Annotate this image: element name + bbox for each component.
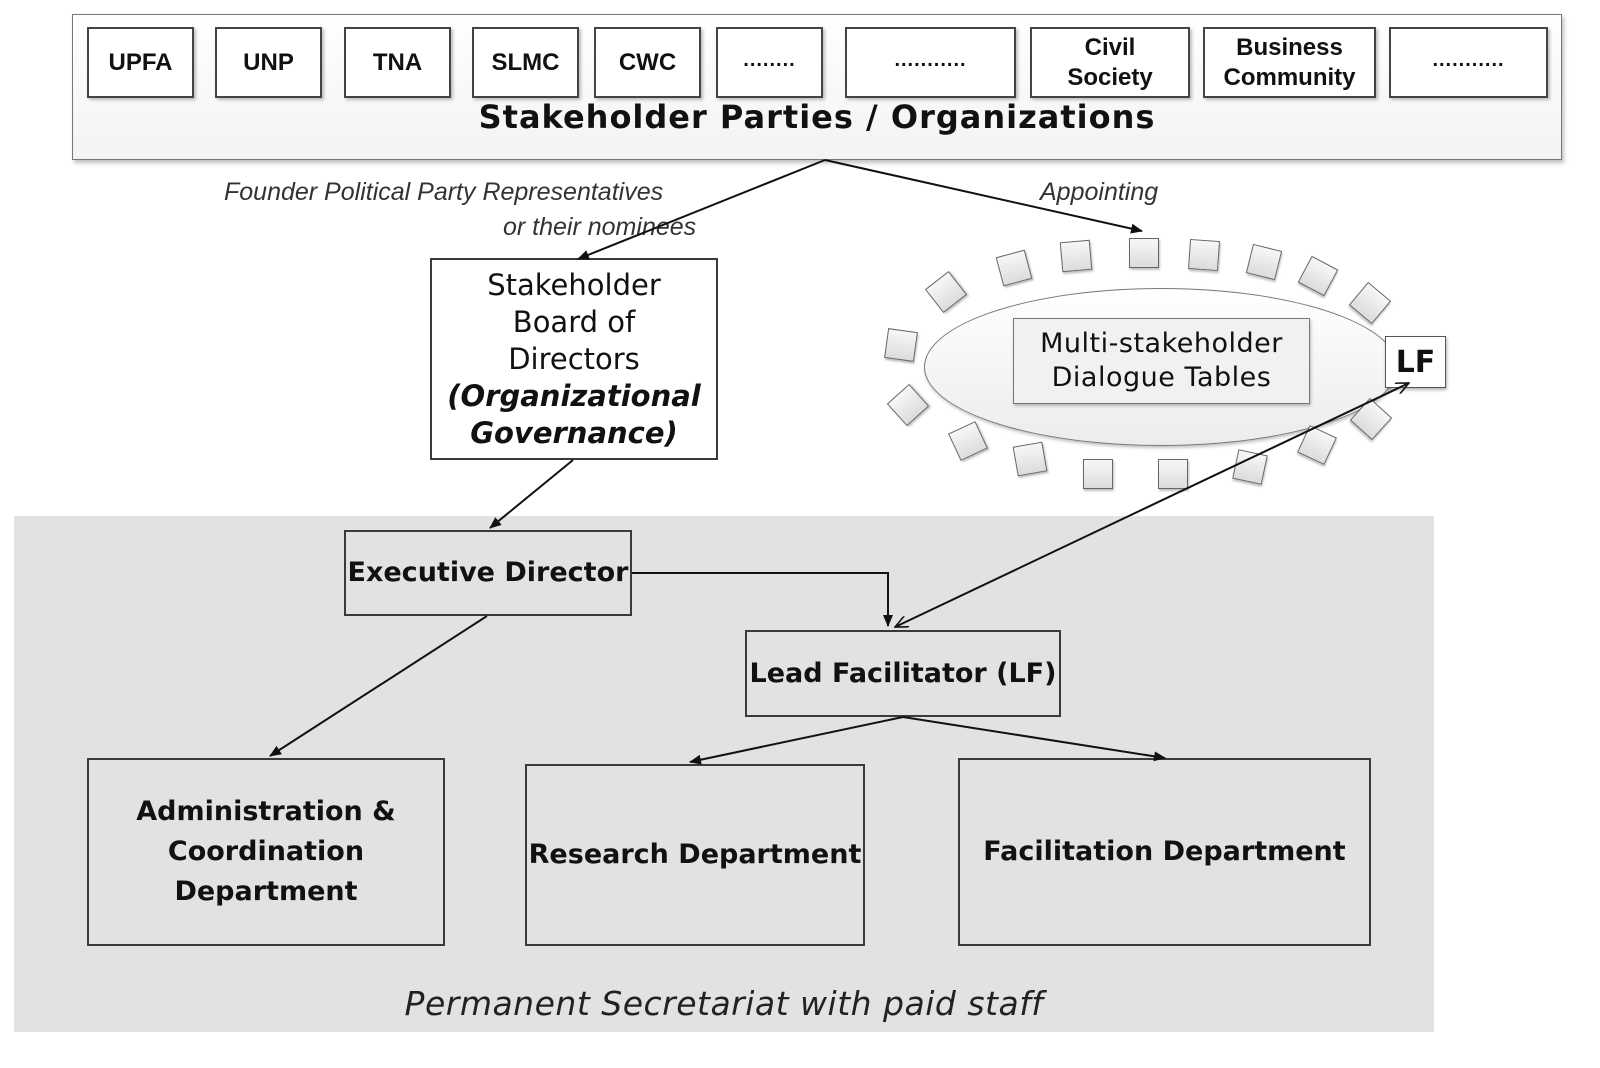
founder-label-line1: Founder Political Party Representatives	[224, 178, 664, 206]
board-of-directors-box: Stakeholder Board of Directors (Organiza…	[430, 258, 718, 460]
arrow-lead-to-facilitation	[902, 716, 1166, 762]
executive-director-box: Executive Director	[344, 530, 632, 616]
founder-label-line2: or their nominees	[503, 213, 697, 241]
arrow-parties-to-dialogue	[824, 159, 1143, 234]
party-box-placeholder: ...........	[1389, 27, 1548, 98]
board-governance-line: Governance)	[470, 415, 678, 450]
arrow-board-to-executive	[489, 459, 574, 529]
appointing-label: Appointing	[1040, 178, 1159, 206]
dialogue-label-line: Multi-stakeholder	[1040, 328, 1283, 359]
board-line: Directors	[508, 341, 640, 376]
party-box: UPFA	[87, 27, 194, 98]
party-box: SLMC	[472, 27, 579, 98]
party-box: Business Community	[1203, 27, 1376, 98]
party-box-placeholder: ........	[716, 27, 823, 98]
arrow-executive-to-lead	[632, 572, 893, 627]
arrow-parties-to-board	[577, 159, 826, 260]
facilitation-dept-box: Facilitation Department	[958, 758, 1371, 946]
chair-shape	[1129, 238, 1159, 268]
board-governance-line: (Organizational	[447, 378, 701, 413]
arrow-lead-to-research	[689, 716, 904, 765]
party-box: TNA	[344, 27, 451, 98]
board-line: Stakeholder	[487, 267, 661, 302]
research-dept-box: Research Department	[525, 764, 865, 946]
arrow-lead-to-lf	[895, 382, 1409, 628]
secretariat-footer-label: Permanent Secretariat with paid staff	[404, 984, 1044, 1023]
party-box-placeholder: ...........	[845, 27, 1016, 98]
lf-tag: LF	[1385, 336, 1446, 388]
admin-coordination-dept-box: Administration & Coordination Department	[87, 758, 445, 946]
arrow-executive-to-admin	[269, 615, 488, 757]
parties-panel-title: Stakeholder Parties / Organizations	[478, 98, 1156, 136]
party-box: UNP	[215, 27, 322, 98]
board-line: Board of	[512, 304, 636, 339]
party-box: Civil Society	[1030, 27, 1190, 98]
lead-facilitator-box: Lead Facilitator (LF)	[745, 630, 1061, 717]
party-box: CWC	[594, 27, 701, 98]
